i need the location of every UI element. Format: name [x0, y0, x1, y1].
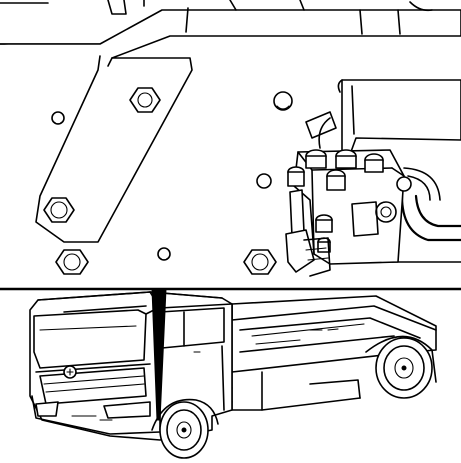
pointer-leader-icon	[151, 288, 167, 421]
electrical-connector-icon	[285, 189, 331, 277]
frame-bracket-icon	[0, 0, 461, 243]
wheel-icon	[151, 398, 219, 459]
mounting-bracket-icon	[337, 79, 461, 161]
wheel-icon	[365, 335, 437, 399]
locator-view	[29, 288, 437, 459]
detail-view	[0, 0, 461, 277]
hex-nut-icon	[43, 197, 75, 223]
rivet-head-icon	[51, 91, 293, 261]
